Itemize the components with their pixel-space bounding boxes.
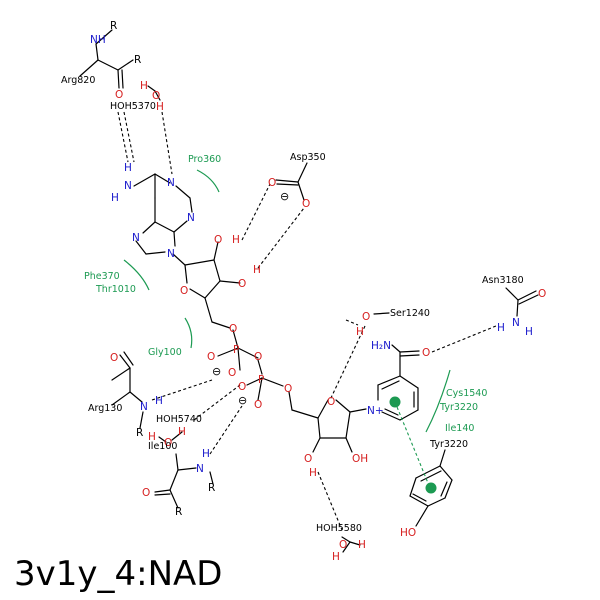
atom-label: H (253, 264, 261, 276)
atom-label: H (178, 426, 186, 438)
atom-label: HO (400, 527, 416, 539)
atom-label: N (187, 212, 195, 224)
residue-label-gly100: Gly100 (148, 347, 182, 358)
charge-label: ⊖ (212, 365, 221, 378)
atom-label: O (142, 487, 150, 499)
residue-label-asp350: Asp350 (290, 152, 326, 163)
atom-label: R (175, 506, 182, 518)
atom-label: O (214, 234, 222, 246)
atom-label: R (136, 427, 143, 439)
atom-label: NH (90, 34, 106, 46)
atom-label: O (180, 285, 188, 297)
charge-label: ⊖ (238, 394, 247, 407)
residue-label-hoh5580: HOH5580 (316, 523, 362, 534)
residue-label-phe370: Phe370 (84, 271, 120, 282)
residue-label-pro360: Pro360 (188, 154, 221, 165)
atom-label: N (167, 177, 175, 189)
atom-label: H (525, 326, 533, 338)
atom-label: H (148, 431, 156, 443)
atom-label: N (512, 317, 520, 329)
residue-label-ser1240: Ser1240 (390, 308, 430, 319)
atom-label: O (152, 90, 160, 102)
atom-label: O (110, 352, 118, 364)
atom-label: H (309, 467, 317, 479)
hbond-layer (117, 111, 497, 531)
atom-label: O (228, 367, 236, 379)
atom-label: P (233, 344, 239, 356)
atom-label: N (132, 232, 140, 244)
atom-label: O (254, 351, 262, 363)
residue-label-arg130: Arg130 (88, 403, 122, 414)
atom-label: O (164, 437, 172, 449)
atom-label: O (362, 311, 370, 323)
residue-label-ile140: Ile140 (445, 423, 474, 434)
atom-label: H (232, 234, 240, 246)
atom-label: H (111, 192, 119, 204)
hydrophobic-layer (123, 169, 451, 494)
contact-arc-phe370 (123, 259, 150, 291)
residue-label-tyr3220: Tyr3220 (439, 402, 478, 413)
atom-label: H (202, 448, 210, 460)
pi-center-tyr3220 (425, 482, 437, 494)
atom-label-layer: NH R R O H O H H N H N N N N O O ⊖ O H O… (90, 20, 546, 563)
atom-label: H (358, 539, 366, 551)
atom-label: O (422, 347, 430, 359)
residue-label-hoh5370: HOH5370 (110, 101, 156, 112)
atom-label: O (327, 396, 335, 408)
atom-label: N (196, 463, 204, 475)
residue-label-arg820: Arg820 (61, 75, 95, 86)
bond-layer (79, 29, 539, 553)
contact-arc-gly100 (184, 317, 193, 349)
atom-label: R (134, 54, 141, 66)
atom-label: O (304, 453, 312, 465)
residue-label-hoh5740: HOH5740 (156, 414, 202, 425)
atom-label: N (140, 401, 148, 413)
atom-label: O (115, 89, 123, 101)
atom-label: O (229, 323, 237, 335)
atom-label: O (254, 399, 262, 411)
atom-label: O (302, 198, 310, 210)
atom-label: H₂N (371, 340, 391, 352)
contact-arc-cys1540 (425, 369, 451, 433)
atom-label: O (538, 288, 546, 300)
atom-label: R (110, 20, 117, 32)
charge-label: ⊖ (280, 190, 289, 203)
atom-label: O (268, 177, 276, 189)
residue-label-thr1010: Thr1010 (95, 284, 136, 295)
atom-label: H (140, 80, 148, 92)
atom-label: H (155, 395, 163, 407)
atom-label: H (332, 551, 340, 563)
atom-label: H (497, 322, 505, 334)
residue-label-cys1540: Cys1540 (446, 388, 487, 399)
atom-label: P (258, 374, 264, 386)
residue-label-ile100: Ile100 (148, 441, 177, 452)
contact-arc-pro360 (196, 169, 220, 193)
atom-label: O (339, 539, 347, 551)
ligand-title: 3v1y_4:NAD (14, 554, 223, 594)
atom-label: N+ (367, 405, 384, 417)
atom-label: N (124, 180, 132, 192)
atom-label: H (124, 162, 132, 174)
atom-label: H (356, 326, 364, 338)
residue-label-asn3180: Asn3180 (482, 275, 524, 286)
residue-label-tyr3220-sidechain: Tyr3220 (429, 439, 468, 450)
atom-label: O (207, 351, 215, 363)
atom-label: O (238, 381, 246, 393)
atom-label: N (167, 248, 175, 260)
pi-center-nicotinamide (389, 396, 401, 408)
residue-label-layer: Arg820 HOH5370 Pro360 Asp350 Phe370 Thr1… (61, 75, 524, 534)
atom-label: O (284, 383, 292, 395)
atom-label: OH (352, 453, 368, 465)
atom-label: O (238, 278, 246, 290)
atom-label: R (208, 482, 215, 494)
atom-label: H (156, 101, 164, 113)
